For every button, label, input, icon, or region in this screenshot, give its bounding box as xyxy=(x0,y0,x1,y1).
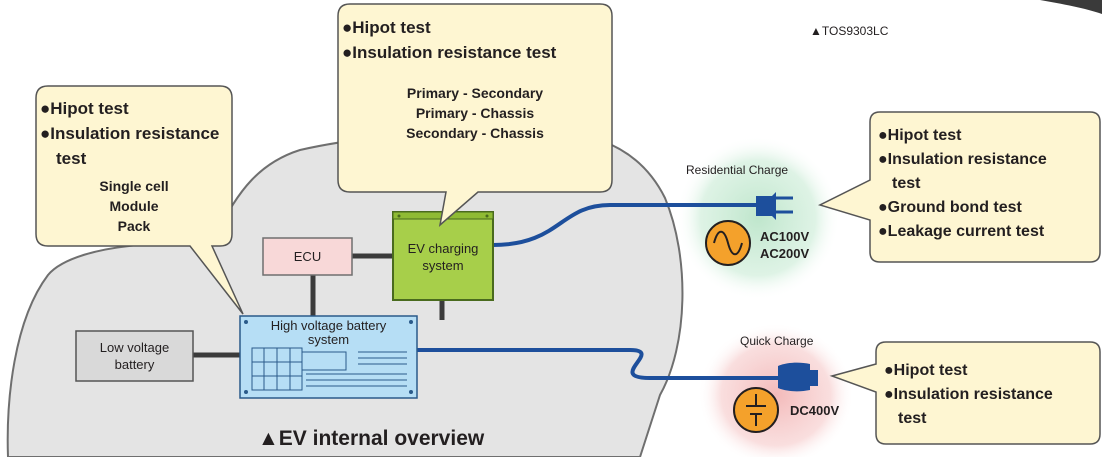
lv-battery-box xyxy=(75,330,194,382)
quick-charge-label: Quick Charge xyxy=(740,334,814,348)
lv-battery-label-line2: battery xyxy=(114,357,155,372)
charging-callout-item: Secondary - Chassis xyxy=(406,125,544,141)
quick-callout-line: test xyxy=(898,410,927,427)
quick-plug-icon xyxy=(778,362,818,392)
residential-glow xyxy=(676,136,840,300)
ecu-box xyxy=(262,237,353,276)
hv-battery-label-line2: system xyxy=(307,332,350,347)
charging-callout-item: Primary - Secondary xyxy=(406,85,544,101)
charging-system-label-line1: EV charging xyxy=(407,241,479,256)
hv-battery-label-line1: High voltage battery xyxy=(270,318,387,333)
battery-callout-item: Module xyxy=(109,198,159,214)
quick-glow xyxy=(698,323,854,457)
residential-callout-line: ●Hipot test xyxy=(878,127,962,144)
dc400v-label: DC400V xyxy=(790,403,840,418)
charging-callout-line2: ●Insulation resistance test xyxy=(342,43,557,62)
residential-callout-line: ●Ground bond test xyxy=(878,199,1022,216)
charging-callout-item: Primary - Chassis xyxy=(415,105,535,121)
corner-swoosh xyxy=(1040,0,1102,14)
residential-callout-line: ●Leakage current test xyxy=(878,223,1045,240)
hv-battery-box xyxy=(239,315,418,399)
battery-callout-line2: ●Insulation resistance xyxy=(40,124,220,143)
ac100v-label: AC100V xyxy=(760,229,810,244)
battery-callout-item: Pack xyxy=(117,218,151,234)
charging-system-label-line2: system xyxy=(422,258,464,273)
lv-battery-label-line1: Low voltage xyxy=(99,340,170,355)
residential-cable xyxy=(492,203,758,247)
diagram-caption: ▲EV internal overview xyxy=(258,427,485,450)
ecu-label: ECU xyxy=(293,249,322,264)
battery-callout-line3: test xyxy=(56,149,87,168)
charging-callout-bubble xyxy=(337,3,613,227)
charging-callout-line1: ●Hipot test xyxy=(342,18,431,37)
quick-callout-line: ●Hipot test xyxy=(884,362,968,379)
residential-callout-line: ●Insulation resistance xyxy=(878,151,1047,168)
ac-source-icon xyxy=(705,220,751,266)
dc-source-icon xyxy=(733,387,779,433)
battery-callout-line1: ●Hipot test xyxy=(40,99,129,118)
battery-callout-item: Single cell xyxy=(99,178,169,194)
residential-plug-icon xyxy=(756,192,793,220)
battery-callout-bubble xyxy=(35,85,244,315)
ac200v-label: AC200V xyxy=(760,246,810,261)
quick-callout-line: ●Insulation resistance xyxy=(884,386,1053,403)
residential-callout-line: test xyxy=(892,175,921,192)
quick-cable xyxy=(417,348,780,380)
charging-system-box xyxy=(392,211,494,301)
model-label: ▲TOS9303LC xyxy=(810,24,889,38)
quick-callout-bubble xyxy=(829,341,1101,445)
residential-charge-label: Residential Charge xyxy=(686,163,789,177)
residential-callout-bubble xyxy=(817,111,1101,263)
